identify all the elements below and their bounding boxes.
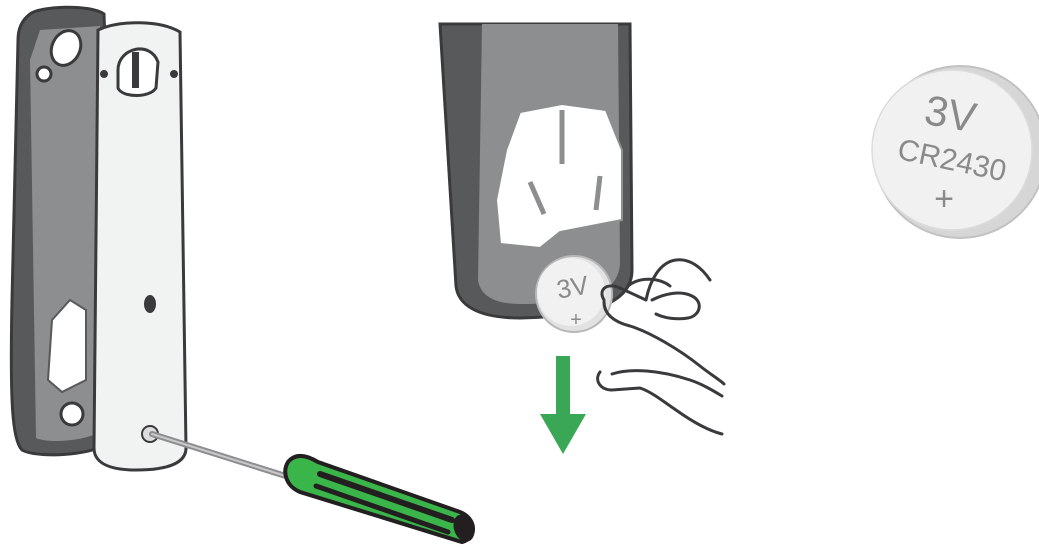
small-battery-polarity: + [570,309,582,331]
large-battery-voltage: 3V [921,86,980,141]
back-plate [92,21,188,472]
large-battery-polarity: + [934,180,954,218]
remove-arrow [540,356,586,454]
device-battery-compartment [438,22,634,320]
screwdriver [149,431,475,545]
hand-icon [596,258,726,436]
coin-battery-large: 3V CR2430 + [871,65,1039,239]
coin-battery-small: 3V + [535,255,613,333]
doorbell-housing [9,5,120,457]
small-battery-voltage: 3V [554,269,591,304]
